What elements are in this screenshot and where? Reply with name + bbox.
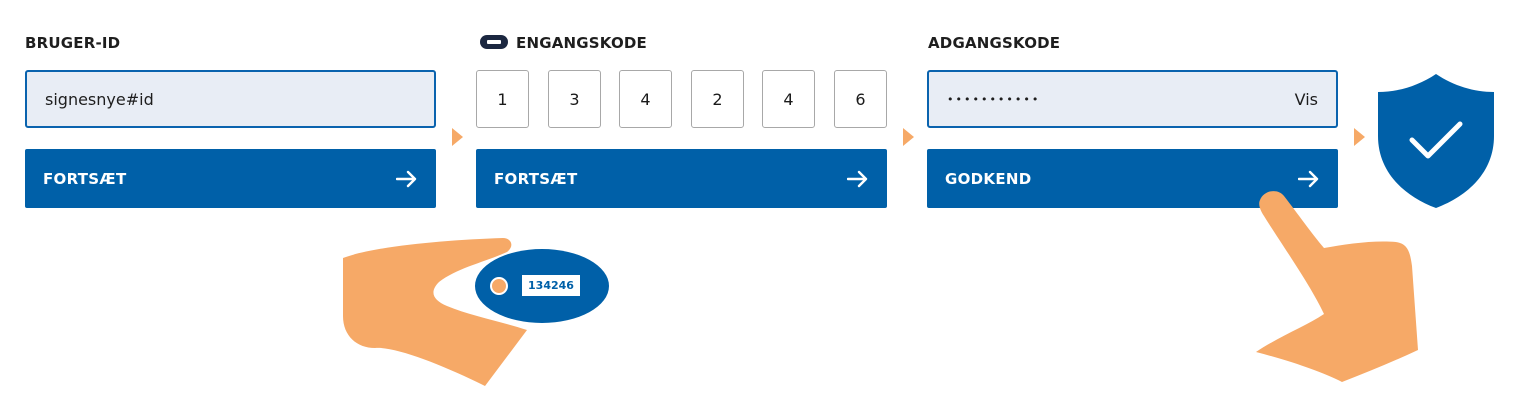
fortsaet-button-2-label: FORTSÆT (494, 169, 578, 188)
show-password-toggle[interactable]: Vis (1294, 89, 1318, 109)
engangskode-label: ENGANGSKODE (516, 34, 647, 52)
otp-digit-2[interactable]: 3 (548, 70, 601, 128)
otp-digit-2-value: 3 (569, 89, 580, 109)
shield-check-icon (1376, 72, 1496, 214)
fortsaet-button-1[interactable]: FORTSÆT (25, 149, 436, 208)
otp-digit-3-value: 4 (640, 89, 651, 109)
otp-digit-5[interactable]: 4 (762, 70, 815, 128)
otp-digit-1-value: 1 (497, 89, 508, 109)
engangskode-label-row: ENGANGSKODE (480, 34, 647, 53)
triangle-right-icon (903, 128, 914, 146)
hand-pointing-icon (1250, 186, 1425, 390)
adgangskode-input[interactable]: ••••••••••• Vis (927, 70, 1338, 128)
otp-digit-4-value: 2 (712, 89, 723, 109)
fortsaet-button-1-label: FORTSÆT (43, 169, 127, 188)
key-token-icon (480, 34, 508, 53)
arrow-right-icon (1298, 170, 1320, 188)
fortsaet-button-2[interactable]: FORTSÆT (476, 149, 887, 208)
token-code-display: 134246 (522, 275, 580, 296)
bruger-id-value: signesnye#id (45, 89, 154, 109)
otp-digit-4[interactable]: 2 (691, 70, 744, 128)
otp-digit-6-value: 6 (855, 89, 866, 109)
password-value: ••••••••••• (947, 92, 1041, 106)
triangle-right-icon (1354, 128, 1365, 146)
bruger-id-label: BRUGER-ID (25, 34, 121, 52)
hand-holding-token-icon (335, 236, 625, 395)
otp-digit-6[interactable]: 6 (834, 70, 887, 128)
otp-digit-3[interactable]: 4 (619, 70, 672, 128)
arrow-right-icon (396, 170, 418, 188)
adgangskode-label: ADGANGSKODE (928, 34, 1061, 52)
triangle-right-icon (452, 128, 463, 146)
arrow-right-icon (847, 170, 869, 188)
bruger-id-input[interactable]: signesnye#id (25, 70, 436, 128)
otp-digit-1[interactable]: 1 (476, 70, 529, 128)
otp-digit-5-value: 4 (783, 89, 794, 109)
godkend-button-label: GODKEND (945, 169, 1032, 188)
